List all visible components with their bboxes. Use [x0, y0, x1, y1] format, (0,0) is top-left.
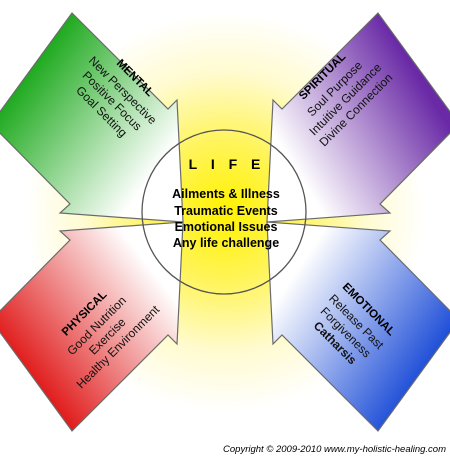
- life-line-4: Any life challenge: [173, 236, 279, 250]
- mental-arrow: [0, 12, 184, 223]
- emotional-arrow: [266, 221, 450, 432]
- life-line-1: Ailments & Illness: [172, 187, 280, 201]
- life-circle: [141, 129, 307, 295]
- life-line-3: Emotional Issues: [175, 220, 278, 234]
- life-title: L I F E: [189, 156, 266, 172]
- physical-arrow: [0, 221, 184, 432]
- copyright-text: Copyright © 2009-2010 www.my-holistic-he…: [223, 444, 446, 455]
- spiritual-arrow: [266, 12, 450, 223]
- life-line-2: Traumatic Events: [174, 204, 278, 218]
